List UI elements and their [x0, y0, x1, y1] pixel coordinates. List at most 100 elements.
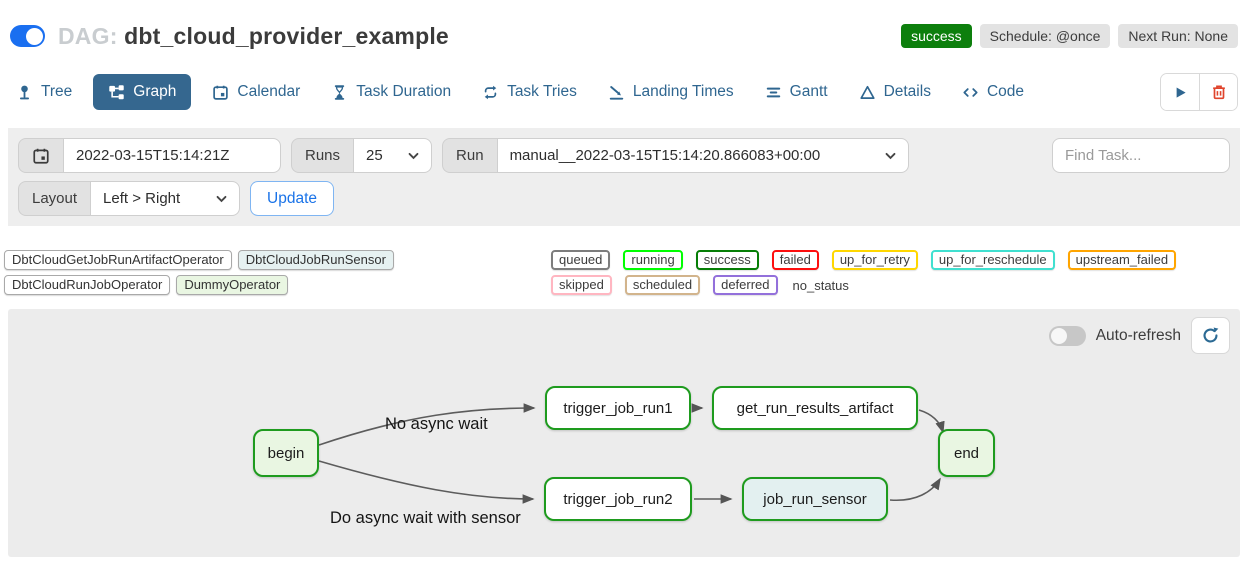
run-select[interactable]: manual__2022-03-15T15:14:20.866083+00:00 — [496, 138, 909, 173]
run-label: Run — [442, 138, 497, 173]
status-legend: queued running success failed up_for_ret… — [551, 250, 1244, 295]
legend: DbtCloudGetJobRunArtifactOperator DbtClo… — [4, 250, 1244, 295]
page-title: DAG: dbt_cloud_provider_example — [58, 23, 449, 50]
toggle-knob-icon — [25, 27, 43, 45]
tab-details[interactable]: Details — [849, 75, 941, 109]
hourglass-icon — [335, 84, 345, 100]
execution-date-input[interactable] — [63, 138, 281, 173]
runs-select-value: 25 — [366, 147, 383, 164]
refresh-button[interactable] — [1191, 317, 1230, 354]
no-status-label: no_status — [792, 277, 849, 293]
runs-select[interactable]: 25 — [353, 138, 433, 173]
status-legend-badge: failed — [771, 250, 819, 270]
play-icon — [1176, 87, 1186, 98]
tab-tree[interactable]: Tree — [6, 75, 82, 109]
status-legend-badge: success — [695, 250, 759, 270]
auto-refresh-toggle[interactable] — [1048, 325, 1086, 346]
toggle-knob-icon — [1050, 327, 1067, 344]
update-button[interactable]: Update — [250, 181, 335, 216]
tab-gantt[interactable]: Gantt — [755, 75, 838, 109]
delete-dag-button[interactable] — [1199, 74, 1237, 110]
tab-label: Gantt — [789, 83, 828, 100]
status-legend-badge: skipped — [551, 275, 612, 295]
calendar-icon — [33, 148, 49, 164]
operator-legend: DbtCloudGetJobRunArtifactOperator DbtClo… — [4, 250, 551, 295]
details-icon — [859, 85, 875, 99]
layout-select[interactable]: Left > Right — [90, 181, 241, 216]
gantt-icon — [766, 87, 780, 97]
retry-icon — [484, 85, 497, 99]
graph-controls: Auto-refresh — [1048, 317, 1230, 354]
execution-date-group — [18, 138, 281, 173]
dag-actions — [1160, 73, 1238, 111]
operator-badge: DbtCloudJobRunSensor — [237, 250, 394, 270]
task-node-begin[interactable]: begin — [253, 429, 319, 477]
dag-id: dbt_cloud_provider_example — [124, 22, 449, 49]
task-node-end[interactable]: end — [938, 429, 995, 477]
task-node-trigger-job-run2[interactable]: trigger_job_run2 — [544, 477, 692, 521]
runs-label: Runs — [291, 138, 354, 173]
filter-bar: Runs 25 Run manual__2022-03-15T15:14:20.… — [8, 128, 1240, 226]
status-legend-badge: running — [623, 250, 683, 270]
next-run-badge: Next Run: None — [1118, 24, 1238, 48]
tab-label: Landing Times — [632, 83, 734, 100]
calendar-icon — [213, 85, 229, 100]
filter-row-1: Runs 25 Run manual__2022-03-15T15:14:20.… — [18, 138, 1230, 173]
edge-artifact-end — [918, 409, 945, 434]
operator-badge: DbtCloudRunJobOperator — [4, 275, 171, 295]
tab-graph[interactable]: Graph — [93, 74, 192, 110]
edge-begin-trigger1 — [318, 403, 536, 446]
tab-code[interactable]: Code — [952, 75, 1034, 109]
task-node-trigger-job-run1[interactable]: trigger_job_run1 — [545, 386, 691, 430]
schedule-badge: Schedule: @once — [979, 24, 1111, 48]
run-select-value: manual__2022-03-15T15:14:20.866083+00:00 — [509, 147, 821, 164]
tab-label: Tree — [41, 83, 73, 100]
graph-icon — [109, 84, 125, 99]
edge-label-do-async-wait: Do async wait with sensor — [330, 509, 521, 527]
filter-row-2: Layout Left > Right Update — [18, 181, 1230, 216]
operator-badge: DummyOperator — [176, 275, 289, 295]
chevron-down-icon — [408, 152, 419, 159]
chevron-down-icon — [885, 152, 895, 159]
operator-badge: DbtCloudGetJobRunArtifactOperator — [4, 250, 232, 270]
layout-group: Layout Left > Right — [18, 181, 241, 216]
tab-task-duration[interactable]: Task Duration — [321, 75, 461, 109]
tab-landing-times[interactable]: Landing Times — [598, 75, 744, 109]
tab-calendar[interactable]: Calendar — [202, 75, 310, 109]
edge-label-no-async-wait: No async wait — [385, 415, 488, 433]
status-legend-badge: scheduled — [624, 275, 701, 295]
layout-select-value: Left > Right — [103, 190, 181, 207]
status-legend-badge: up_for_retry — [831, 250, 918, 270]
tab-task-tries[interactable]: Task Tries — [472, 75, 587, 109]
chevron-down-icon — [216, 195, 227, 202]
calendar-addon[interactable] — [18, 138, 63, 173]
code-icon — [963, 87, 978, 97]
dag-header: DAG: dbt_cloud_provider_example success … — [0, 0, 1248, 52]
dag-pause-toggle[interactable] — [10, 25, 45, 47]
status-legend-badge: up_for_reschedule — [930, 250, 1055, 270]
landing-icon — [609, 85, 624, 100]
tab-label: Graph — [133, 83, 177, 100]
tab-label: Details — [883, 83, 931, 100]
tab-label: Task Duration — [356, 83, 452, 100]
status-legend-badge: deferred — [713, 275, 778, 295]
task-node-get-run-results-artifact[interactable]: get_run_results_artifact — [712, 386, 918, 430]
view-tabs: Tree Graph Calendar Task Duration Task T… — [0, 72, 1248, 112]
task-node-job-run-sensor[interactable]: job_run_sensor — [742, 477, 888, 521]
trash-icon — [1212, 85, 1225, 100]
dag-title-prefix: DAG: — [58, 22, 118, 49]
tree-icon — [19, 85, 30, 99]
runs-group: Runs 25 — [291, 138, 433, 173]
trigger-dag-button[interactable] — [1161, 74, 1199, 110]
tab-label: Task Tries — [507, 83, 577, 100]
edge-begin-trigger2 — [318, 460, 535, 504]
run-group: Run manual__2022-03-15T15:14:20.866083+0… — [442, 138, 909, 173]
dag-graph-panel: Auto-refresh begin trigger_job_run1 get_… — [8, 309, 1240, 557]
header-badges: success Schedule: @once Next Run: None — [901, 24, 1238, 48]
status-legend-badge: upstream_failed — [1067, 250, 1177, 270]
find-task-input[interactable] — [1052, 138, 1230, 173]
status-badge: success — [901, 24, 972, 48]
tab-label: Calendar — [237, 83, 301, 100]
layout-label: Layout — [18, 181, 91, 216]
status-legend-badge: queued — [551, 250, 611, 270]
